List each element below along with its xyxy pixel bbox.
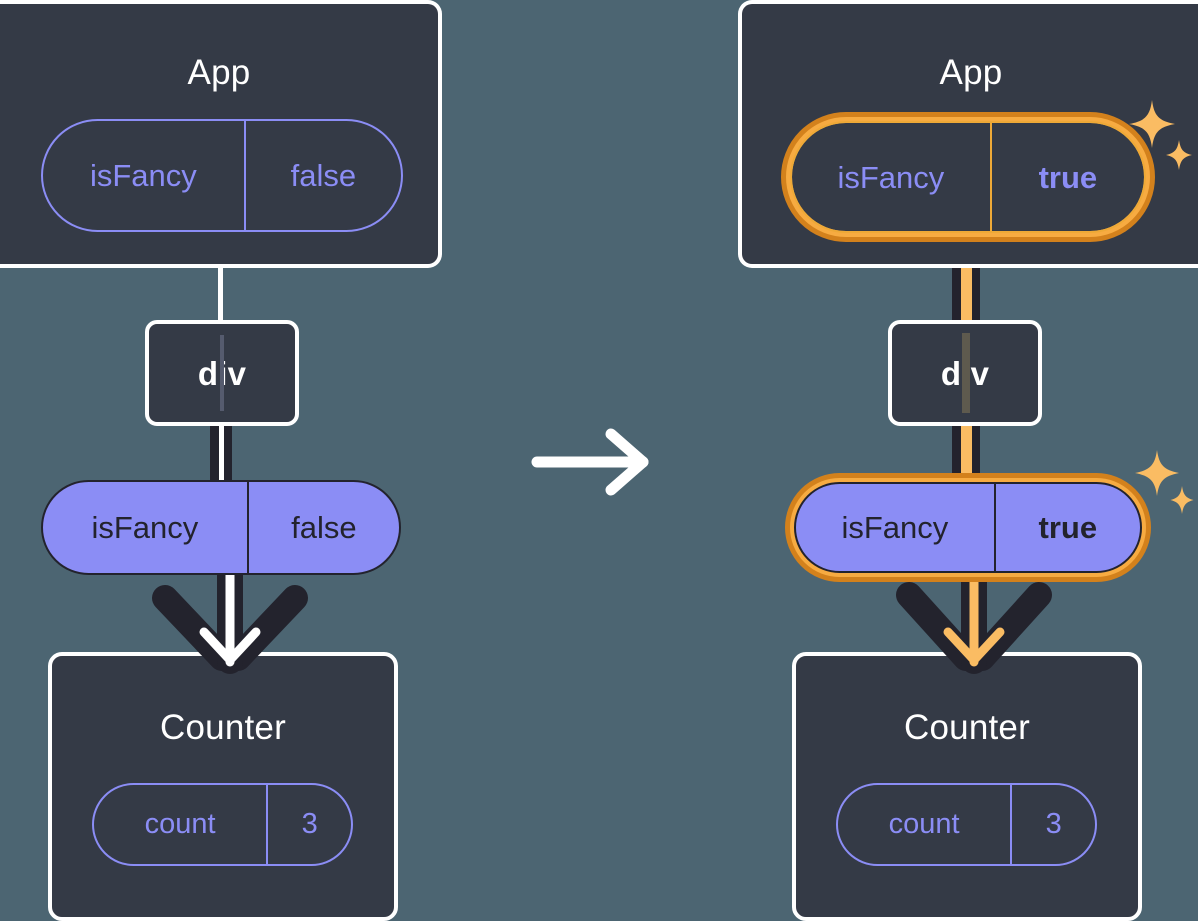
counter-state-pill[interactable]: count 3 — [836, 783, 1097, 866]
app-state-value: true — [989, 123, 1144, 231]
app-state-key: isFancy — [89, 158, 197, 193]
right-arrow-icon — [531, 428, 649, 496]
counter-title: Counter — [160, 708, 286, 747]
app-state-value: false — [243, 121, 401, 230]
connector-div-to-prop-highlighted — [961, 418, 972, 488]
app-state-pill[interactable]: isFancy true — [790, 121, 1146, 233]
counter-state-key: count — [888, 808, 960, 840]
app-title: App — [939, 53, 1003, 92]
app-title: App — [187, 53, 251, 92]
prop-pill[interactable]: isFancy false — [41, 480, 401, 575]
app-state-pill[interactable]: isFancy false — [41, 119, 403, 232]
connector-app-to-div — [218, 264, 223, 326]
counter-state-value: 3 — [1010, 785, 1095, 864]
before-panel: App isFancy false div isFancy false — [0, 0, 460, 921]
sparkles-icon — [1129, 100, 1192, 170]
prop-key: isFancy — [841, 510, 949, 545]
div-internal-line — [220, 335, 224, 411]
prop-value: true — [993, 484, 1140, 571]
div-internal-line — [962, 333, 970, 413]
counter-title: Counter — [904, 708, 1030, 747]
app-state-key: isFancy — [837, 159, 945, 195]
counter-state-pill[interactable]: count 3 — [92, 783, 353, 866]
counter-state-key: count — [144, 808, 216, 840]
prop-key: isFancy — [91, 510, 199, 545]
prop-to-counter-arrow — [152, 566, 308, 674]
prop-pill[interactable]: isFancy true — [794, 482, 1142, 573]
prop-value: false — [246, 482, 399, 573]
connector-div-to-prop — [219, 424, 224, 486]
connector-app-to-div-highlighted — [961, 232, 972, 328]
sparkles-icon — [1135, 450, 1194, 514]
counter-state-value: 3 — [266, 785, 351, 864]
prop-to-counter-arrow — [896, 563, 1052, 674]
